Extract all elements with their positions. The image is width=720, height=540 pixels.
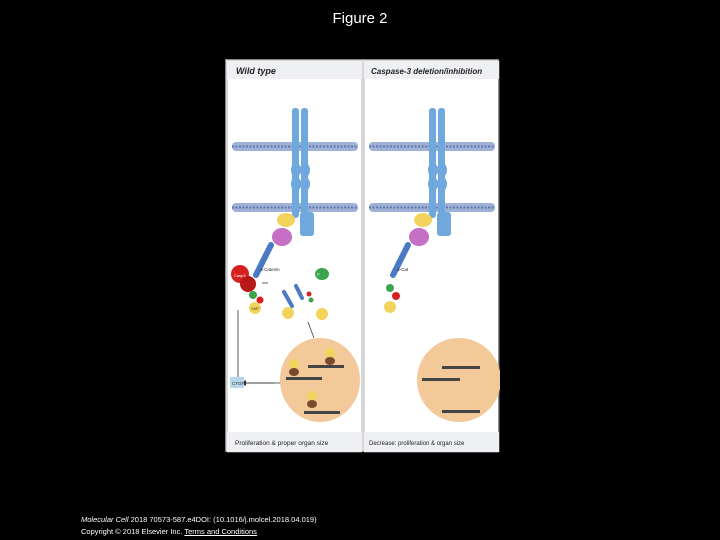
cleaved-fragments-left <box>282 284 314 308</box>
panel-heading-right: Caspase-3 deletion/inhibition <box>371 67 482 76</box>
figure-image: Wild type Caspase-3 deletion/inhibition <box>225 59 500 453</box>
footer: Molecular Cell 2018 70573-587.e4DOI: (10… <box>81 514 317 538</box>
citation-details: 2018 70573-587.e4DOI: (10.1016/j.molcel.… <box>128 515 317 524</box>
copyright: Copyright © 2018 Elsevier Inc. Terms and… <box>81 526 317 538</box>
svg-text:P: P <box>317 272 320 277</box>
citation-journal: Molecular Cell <box>81 515 129 524</box>
citation: Molecular Cell 2018 70573-587.e4DOI: (10… <box>81 514 317 526</box>
slide-title: Figure 2 <box>332 10 388 27</box>
terms-link[interactable]: Terms and Conditions <box>184 527 257 536</box>
nucleus-right <box>417 338 500 422</box>
green-factor-left: P <box>315 268 329 280</box>
svg-text:YAP: YAP <box>251 306 259 311</box>
yap-alpha-catenin-complex-right: α-Cat <box>384 213 432 313</box>
yap-alpha-catenin-complex-left: α-Catenin <box>253 213 295 278</box>
cadherin-receptor-right <box>428 108 451 236</box>
nucleus-left <box>280 338 360 422</box>
alpha-catenin-label-left: α-Catenin <box>260 267 280 272</box>
casp3-left: Casp3 <box>231 265 256 292</box>
panel-heading-left: Wild type <box>236 66 276 76</box>
copyright-text: Copyright © 2018 Elsevier Inc. <box>81 527 183 536</box>
svg-text:Casp3: Casp3 <box>234 273 246 278</box>
alpha-catenin-label-right: α-Cat <box>397 267 409 272</box>
panel-caption-right: Decrease: proliferation & organ size <box>369 441 465 447</box>
panel-caption-left: Proliferation & proper organ size <box>235 440 329 447</box>
yap-pool-left: YAP <box>249 291 328 320</box>
ctgf-label-left: CTGF <box>232 381 244 386</box>
cadherin-receptor-left <box>291 108 314 236</box>
